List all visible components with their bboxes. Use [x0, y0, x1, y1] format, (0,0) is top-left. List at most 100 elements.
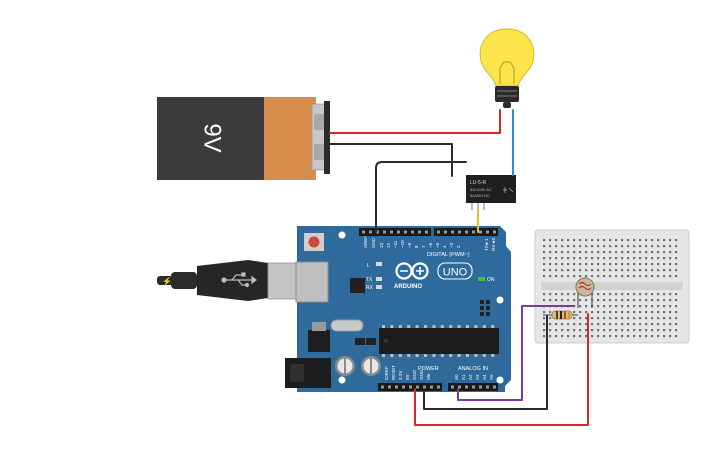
- header-pin[interactable]: [444, 230, 447, 234]
- header-pin[interactable]: [458, 230, 461, 234]
- battery-9v[interactable]: 9V: [157, 97, 330, 180]
- power-jack[interactable]: [285, 358, 331, 388]
- wire-battery-to-relay[interactable]: [329, 143, 453, 177]
- breadboard-hole: [591, 317, 594, 320]
- header-pin[interactable]: [369, 230, 372, 234]
- breadboard-hole: [549, 311, 552, 314]
- header-pin[interactable]: [383, 230, 386, 234]
- breadboard-hole: [633, 275, 636, 278]
- breadboard-hole: [675, 299, 678, 302]
- breadboard-hole: [573, 245, 576, 248]
- relay[interactable]: LU-5-R 5A/125V AC 3A/28V DC: [466, 175, 516, 210]
- on-led-label: ON: [487, 277, 495, 283]
- usb-cable[interactable]: ⚡: [157, 260, 303, 301]
- wire-relay-to-gnd[interactable]: [375, 161, 467, 233]
- breadboard-hole: [663, 323, 666, 326]
- arduino-uno-board[interactable]: L TX RX ON ARDUINO UNO DIGITAL (PWM~) PO…: [285, 226, 511, 392]
- analog-pin-label: A3: [475, 374, 480, 380]
- wire-a0-to-sensor[interactable]: [457, 305, 575, 401]
- breadboard-hole: [639, 335, 642, 338]
- power-pin-label: GND: [419, 369, 424, 380]
- breadboard-hole: [579, 335, 582, 338]
- header-pin[interactable]: [437, 230, 440, 234]
- header-pin[interactable]: [472, 230, 475, 234]
- resistor[interactable]: [543, 310, 578, 320]
- breadboard-hole: [591, 239, 594, 242]
- reset-button[interactable]: [304, 233, 324, 251]
- header-pin[interactable]: [458, 385, 461, 389]
- breadboard-hole: [609, 251, 612, 254]
- breadboard-hole: [615, 293, 618, 296]
- header-pin[interactable]: [465, 385, 468, 389]
- header-pin[interactable]: [381, 385, 384, 389]
- header-pin[interactable]: [397, 230, 400, 234]
- breadboard-hole: [675, 251, 678, 254]
- breadboard-hole: [579, 245, 582, 248]
- breadboard-hole: [663, 335, 666, 338]
- header-pin[interactable]: [486, 385, 489, 389]
- header-pin[interactable]: [479, 385, 482, 389]
- digital-pin-label: 12: [386, 242, 391, 248]
- header-pin[interactable]: [465, 230, 468, 234]
- breadboard-hole: [591, 245, 594, 248]
- breadboard-hole: [669, 245, 672, 248]
- header-pin[interactable]: [493, 230, 496, 234]
- header-pin[interactable]: [418, 230, 421, 234]
- breadboard-hole: [639, 317, 642, 320]
- header-pin[interactable]: [486, 230, 489, 234]
- relay-label-1: LU-5-R: [470, 180, 487, 186]
- breadboard-hole: [567, 275, 570, 278]
- breadboard-hole: [597, 317, 600, 320]
- breadboard-hole: [645, 269, 648, 272]
- breadboard-hole: [675, 311, 678, 314]
- breadboard-hole: [579, 311, 582, 314]
- breadboard-hole: [651, 263, 654, 266]
- light-bulb[interactable]: [479, 28, 535, 108]
- breadboard-hole: [633, 263, 636, 266]
- header-pin[interactable]: [437, 385, 440, 389]
- header-pin[interactable]: [451, 385, 454, 389]
- breadboard-hole: [657, 257, 660, 260]
- breadboard-hole: [621, 239, 624, 242]
- power-pin-label: 5V: [405, 374, 410, 380]
- header-pin[interactable]: [430, 385, 433, 389]
- breadboard-hole: [603, 263, 606, 266]
- wire-battery-to-bulb[interactable]: [329, 109, 501, 134]
- header-pin[interactable]: [416, 385, 419, 389]
- breadboard-hole: [633, 329, 636, 332]
- breadboard-hole: [567, 239, 570, 242]
- breadboard-hole: [579, 299, 582, 302]
- header-pin[interactable]: [451, 230, 454, 234]
- breadboard[interactable]: [534, 229, 690, 344]
- breadboard-hole: [579, 257, 582, 260]
- relay-label-3: 3A/28V DC: [470, 193, 490, 198]
- header-pin[interactable]: [479, 230, 482, 234]
- header-pin[interactable]: [404, 230, 407, 234]
- header-pin[interactable]: [411, 230, 414, 234]
- breadboard-hole: [639, 263, 642, 266]
- breadboard-hole: [609, 317, 612, 320]
- digital-pin-label: ~5: [435, 242, 440, 248]
- header-pin[interactable]: [423, 385, 426, 389]
- header-pin[interactable]: [395, 385, 398, 389]
- header-pin[interactable]: [362, 230, 365, 234]
- breadboard-hole: [573, 263, 576, 266]
- header-pin[interactable]: [472, 385, 475, 389]
- header-pin[interactable]: [402, 385, 405, 389]
- breadboard-hole: [621, 245, 624, 248]
- header-pin[interactable]: [493, 385, 496, 389]
- digital-pin-label: 7: [421, 245, 426, 248]
- wire-5v-to-sensor[interactable]: [414, 313, 589, 426]
- header-pin[interactable]: [390, 230, 393, 234]
- header-pin[interactable]: [409, 385, 412, 389]
- photoresistor[interactable]: [575, 277, 595, 308]
- header-pin[interactable]: [376, 230, 379, 234]
- wire-gnd-to-resistor[interactable]: [423, 315, 548, 410]
- header-pin[interactable]: [388, 385, 391, 389]
- breadboard-hole: [555, 251, 558, 254]
- breadboard-hole: [663, 263, 666, 266]
- breadboard-hole: [651, 257, 654, 260]
- breadboard-hole: [555, 269, 558, 272]
- breadboard-hole: [597, 251, 600, 254]
- header-pin[interactable]: [425, 230, 428, 234]
